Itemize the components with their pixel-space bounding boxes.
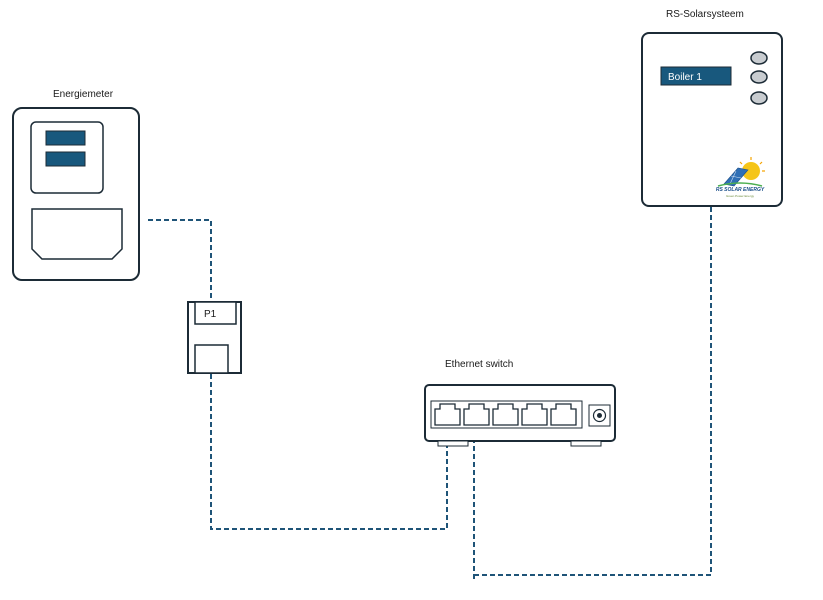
ethernet-port-2 [463,403,490,426]
ethernet-switch-power-ring [592,408,607,423]
rs-solar-system-display-text: Boiler 1 [668,72,702,83]
energy-meter-terminal-cover [31,208,123,260]
rs-solar-system: RS-Solarsysteem Boiler 1 RS SOLAR ENERGY… [641,9,783,207]
link-p1-to-switch [210,374,448,530]
grass-icon [717,182,763,187]
p1-module-port [194,344,229,374]
ethernet-switch-foot-left [437,440,469,447]
rs-solar-system-label: RS-Solarsysteem [666,9,744,20]
ethernet-switch-label: Ethernet switch [445,359,513,370]
ethernet-port-1 [434,403,461,426]
ethernet-switch: Ethernet switch [424,359,616,447]
rs-solar-system-buttons [750,51,768,105]
sun-icon [742,162,760,180]
logo-tagline: Green Power Energy [726,194,755,198]
connection-lines [148,207,712,582]
energy-meter-display-bottom [45,151,86,167]
ethernet-port-3 [492,403,519,426]
p1-module: P1 [187,301,242,374]
energy-meter: Energiemeter [12,89,140,281]
control-button-3[interactable] [750,91,768,105]
sun-rays-icon [739,157,765,172]
ethernet-switch-foot-right [570,440,602,447]
link-meter-to-p1 [148,219,212,302]
rs-solar-logo: RS SOLAR ENERGY Green Power Energy [716,157,765,198]
control-button-2[interactable] [750,70,768,84]
ethernet-switch-body [424,384,616,442]
ethernet-port-4 [521,403,548,426]
p1-module-label-tab [194,301,237,325]
energy-meter-display-top [45,130,86,146]
ethernet-switch-ports [434,403,577,426]
rs-solar-system-display [660,66,732,86]
ethernet-port-5 [550,403,577,426]
p1-module-label: P1 [204,309,217,320]
energy-meter-label: Energiemeter [53,89,114,100]
ethernet-switch-port-bank [430,400,583,429]
logo-wordmark: RS SOLAR ENERGY [716,187,765,193]
ethernet-switch-power-pin [597,413,602,418]
link-solar-return [474,207,712,576]
control-button-1[interactable] [750,51,768,65]
